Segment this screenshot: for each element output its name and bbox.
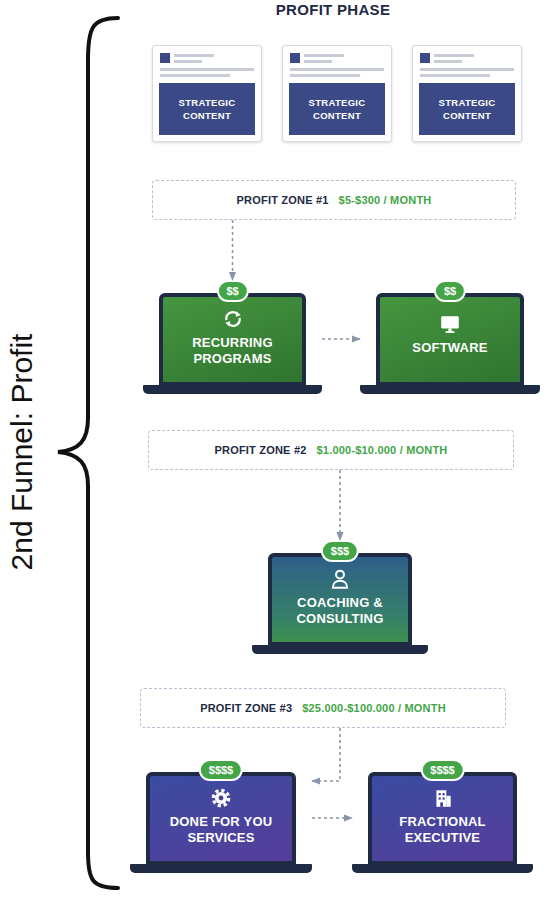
card-decoration: [434, 60, 462, 63]
card-decoration: [420, 53, 430, 63]
laptop-base: [143, 385, 322, 394]
laptop-base: [252, 645, 428, 654]
price-badge: $$$: [321, 540, 359, 562]
dashed-arrow: [339, 470, 341, 540]
diagram-title: PROFIT PHASE: [150, 1, 516, 18]
dashed-arrow: [322, 338, 360, 340]
card-decoration: [174, 60, 202, 63]
laptop-label: FRACTIONAL EXECUTIVE: [372, 814, 513, 845]
card-decoration: [420, 74, 490, 77]
content-card: STRATEGIC CONTENT: [412, 45, 522, 142]
icon: [432, 787, 454, 809]
card-decoration: [160, 74, 230, 77]
laptop-label: DONE FOR YOU SERVICES: [150, 814, 292, 845]
content-card: STRATEGIC CONTENT: [282, 45, 392, 142]
laptop-base: [130, 864, 312, 873]
dashed-arrow: [312, 728, 340, 781]
zone-amount: $5-$300 / MONTH: [339, 194, 432, 206]
card-decoration: [304, 54, 344, 57]
content-card: STRATEGIC CONTENT: [152, 45, 262, 142]
card-decoration: [290, 68, 384, 71]
dashed-arrow: [312, 817, 352, 819]
funnel-label: 2nd Funnel: Profit: [5, 334, 39, 571]
card-panel: STRATEGIC CONTENT: [289, 83, 385, 135]
laptop-screen: DONE FOR YOU SERVICES: [146, 772, 296, 864]
icon: [222, 308, 244, 330]
laptop-node: $$$$ DONE FOR YOU SERVICES: [130, 759, 312, 874]
icon: [329, 568, 351, 590]
price-badge: $$$$: [199, 759, 243, 781]
card-text: STRATEGIC CONTENT: [427, 96, 507, 123]
zone-name: PROFIT ZONE #3: [200, 702, 292, 714]
zone-amount: $25.000-$100.000 / MONTH: [302, 702, 446, 714]
zone-name: PROFIT ZONE #1: [237, 194, 329, 206]
laptop-base: [352, 864, 533, 873]
laptop-base: [360, 385, 540, 394]
laptop-node: $$ SOFTWARE: [360, 280, 540, 395]
profit-zone-box: PROFIT ZONE #2 $1.000-$10.000 / MONTH: [148, 430, 514, 470]
laptop-screen: COACHING & CONSULTING: [268, 553, 412, 645]
card-decoration: [304, 60, 332, 63]
laptop-node: $$$ COACHING & CONSULTING: [252, 540, 428, 655]
card-decoration: [290, 74, 360, 77]
card-text: STRATEGIC CONTENT: [167, 96, 247, 123]
dashed-arrow: [232, 220, 234, 280]
laptop-label: SOFTWARE: [404, 340, 495, 356]
icon: [210, 787, 232, 809]
curly-brace: [58, 18, 118, 888]
zone-amount: $1.000-$10.000 / MONTH: [317, 444, 448, 456]
icon: [439, 313, 461, 335]
price-badge: $$$$: [420, 759, 464, 781]
card-panel: STRATEGIC CONTENT: [159, 83, 255, 135]
card-decoration: [290, 53, 300, 63]
zone-name: PROFIT ZONE #2: [214, 444, 306, 456]
laptop-screen: SOFTWARE: [376, 293, 524, 385]
card-panel: STRATEGIC CONTENT: [419, 83, 515, 135]
price-badge: $$: [216, 280, 248, 302]
card-decoration: [160, 53, 170, 63]
card-decoration: [160, 68, 254, 71]
card-text: STRATEGIC CONTENT: [297, 96, 377, 123]
laptop-label: COACHING & CONSULTING: [272, 595, 408, 626]
laptop-node: $$$$ FRACTIONAL EXECUTIVE: [352, 759, 533, 874]
card-decoration: [420, 68, 514, 71]
card-decoration: [434, 54, 474, 57]
price-badge: $$: [434, 280, 466, 302]
profit-zone-box: PROFIT ZONE #3 $25.000-$100.000 / MONTH: [140, 688, 506, 728]
laptop-label: RECURRING PROGRAMS: [163, 335, 302, 366]
profit-zone-box: PROFIT ZONE #1 $5-$300 / MONTH: [152, 180, 516, 220]
laptop-node: $$ RECURRING PROGRAMS: [143, 280, 322, 395]
laptop-screen: FRACTIONAL EXECUTIVE: [368, 772, 517, 864]
card-decoration: [174, 54, 214, 57]
laptop-screen: RECURRING PROGRAMS: [159, 293, 306, 385]
